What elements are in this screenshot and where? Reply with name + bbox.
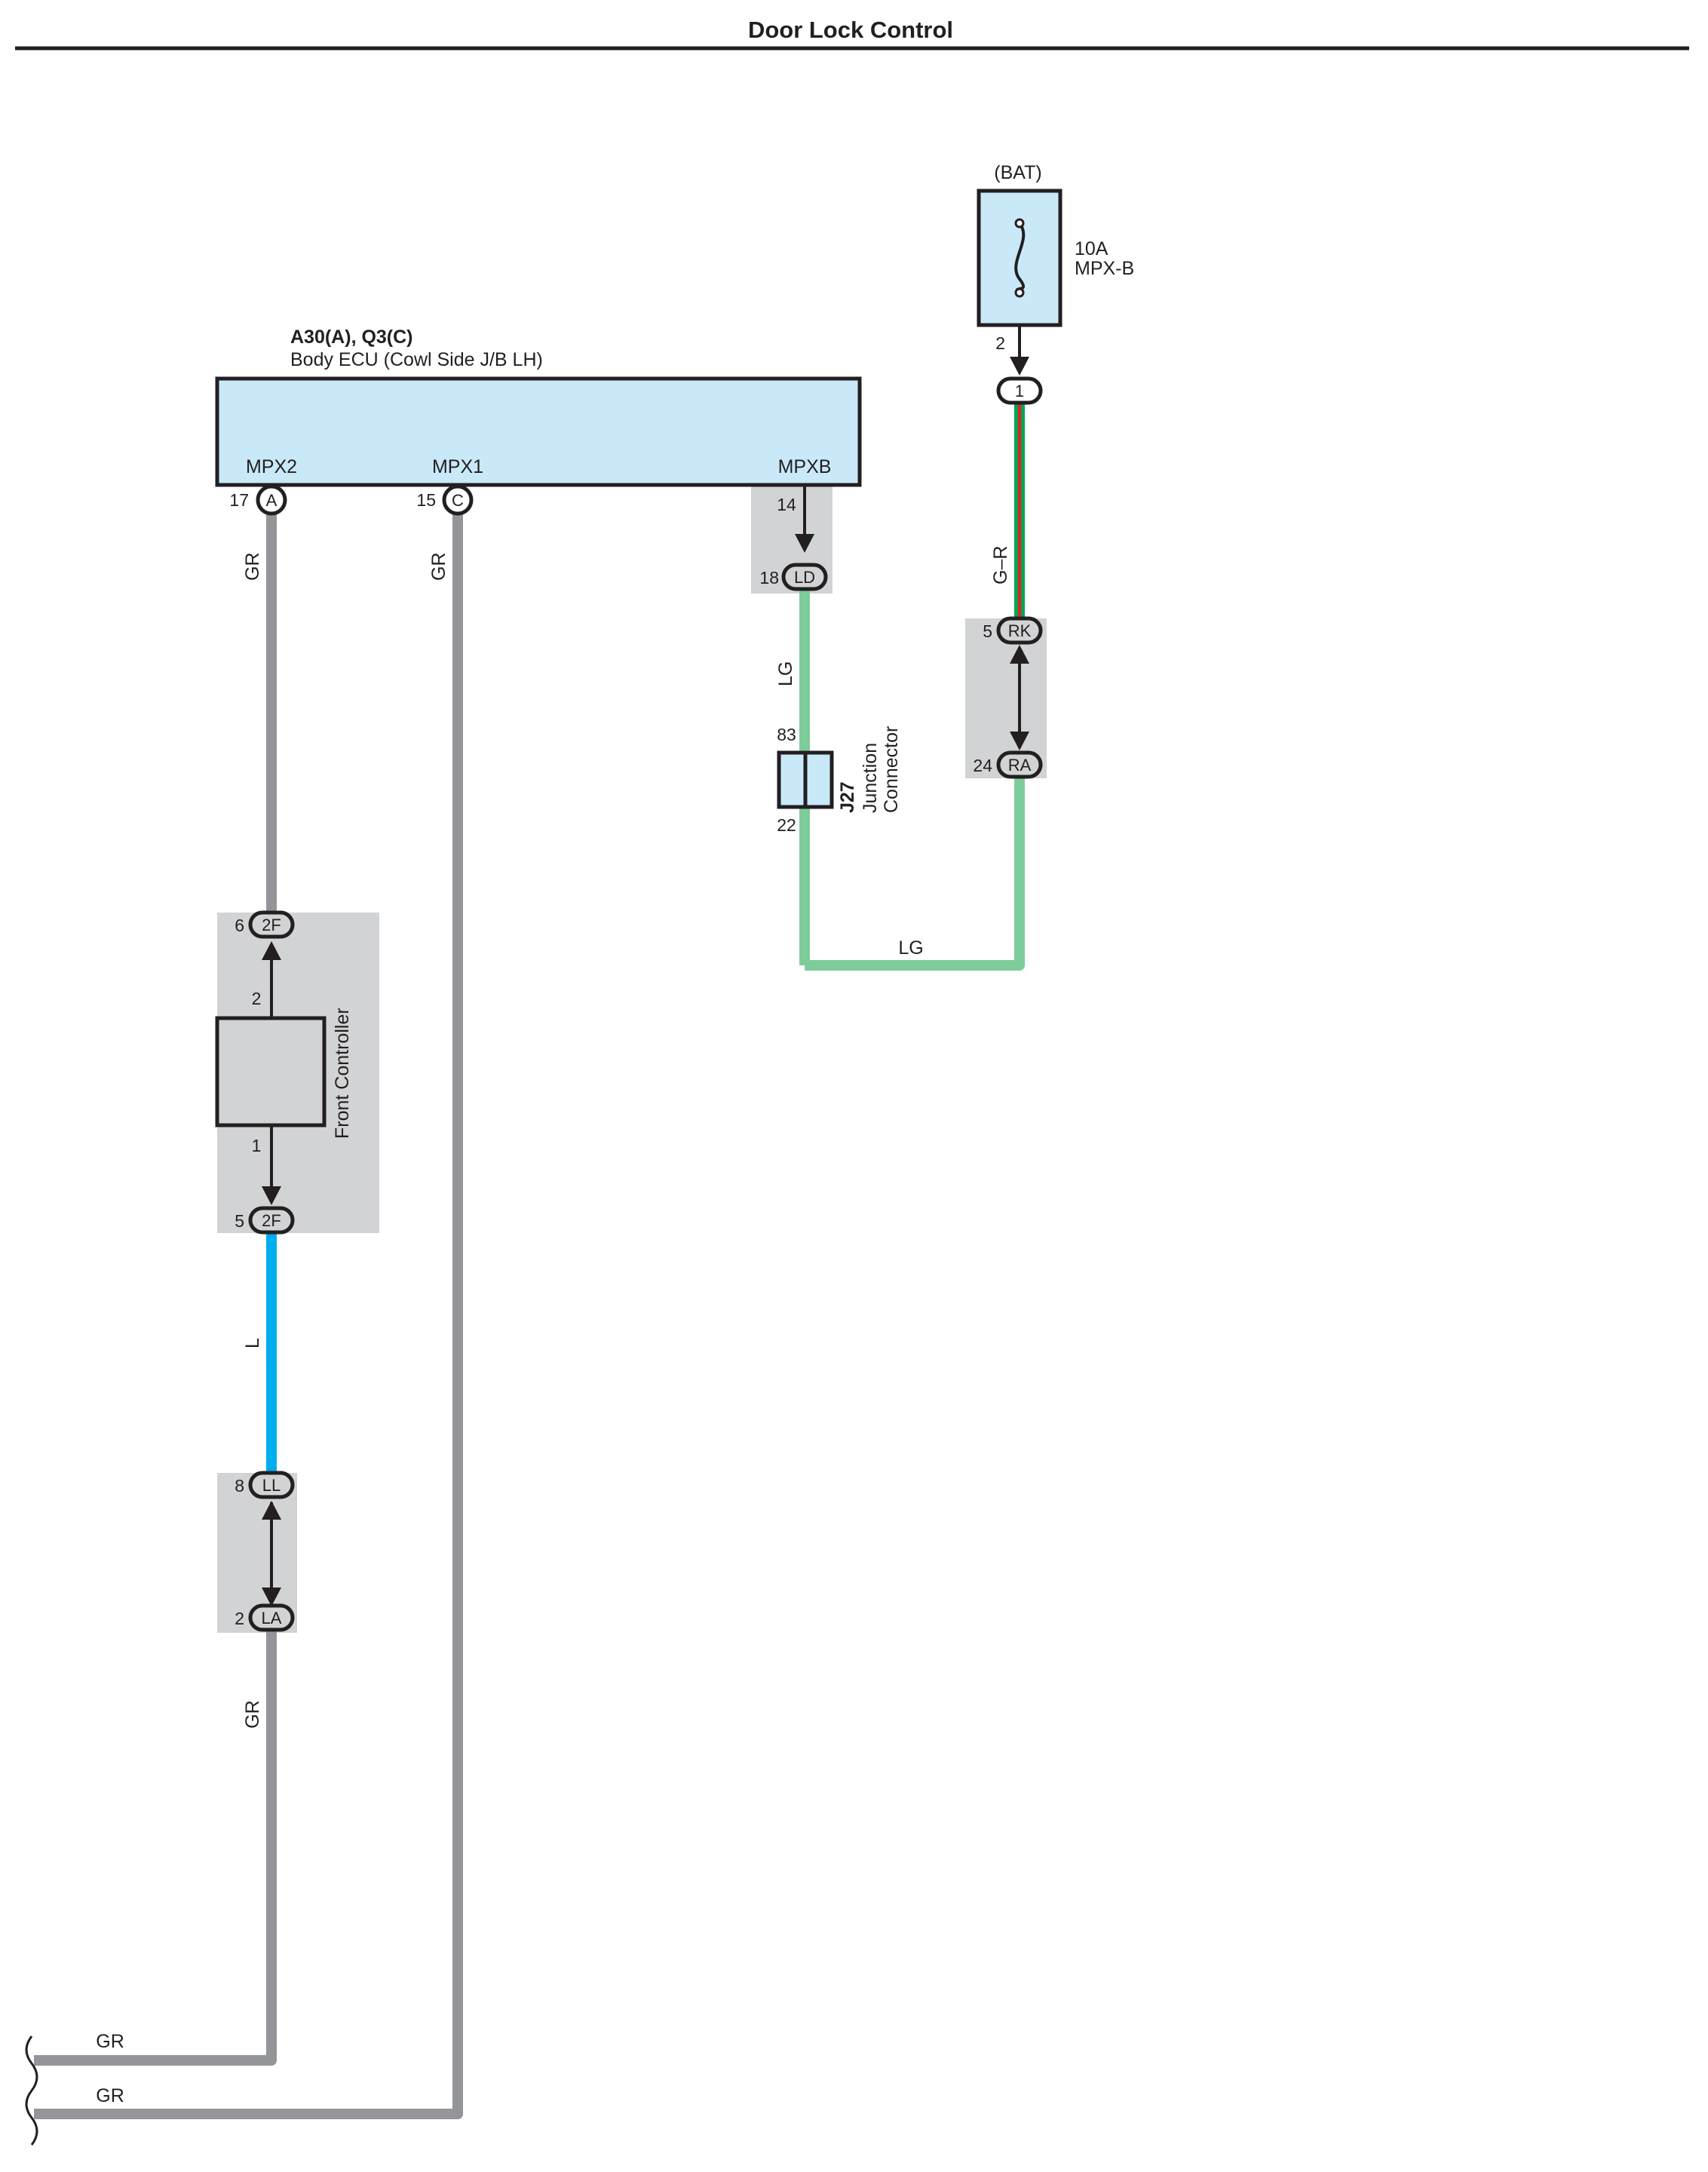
connector-code: RA	[1008, 756, 1032, 775]
wire-color-label: LG	[775, 661, 796, 686]
connector-pill	[996, 750, 1043, 779]
wire-color-label: GR	[242, 1701, 263, 1729]
connector-code: LA	[262, 1609, 282, 1627]
front-controller-pin-bottom: 1	[252, 1136, 262, 1155]
ecu-pin-connector: A	[266, 491, 278, 510]
junction-name-line2: Connector	[881, 726, 902, 813]
connector-pill	[248, 1603, 295, 1632]
ecu-pin-number: 14	[777, 495, 796, 514]
fuse-terminal-icon	[1014, 287, 1025, 298]
connector-pin: 8	[235, 1476, 244, 1496]
ecu-pin-number: 15	[416, 490, 436, 510]
front-controller-name: Front Controller	[332, 1008, 353, 1139]
wire-color-label: GR	[428, 553, 449, 581]
connector-code: LL	[262, 1476, 281, 1495]
junction-name-line1: Junction	[860, 743, 881, 813]
connector-code: 1	[1015, 382, 1024, 400]
wire-color-label: GR	[96, 2031, 124, 2052]
junction-pin-top: 83	[777, 725, 796, 744]
wire-color-label: GR	[242, 553, 263, 581]
connector-code: LD	[794, 568, 815, 587]
connector-pill	[996, 376, 1043, 405]
connector-code: 2F	[262, 1211, 281, 1230]
ecu-pin-connector: C	[452, 491, 464, 510]
fuse-mpx-b	[977, 189, 1063, 327]
wire-color-label: LG	[898, 937, 923, 959]
ecu-name: Body ECU (Cowl Side J/B LH)	[290, 349, 543, 370]
connector-pill	[248, 1471, 295, 1499]
fuse-terminal-icon	[1014, 218, 1025, 229]
wire-break-symbol	[25, 2035, 38, 2146]
connector-pin: 6	[235, 916, 244, 935]
wire-color-label: L	[242, 1338, 263, 1348]
arrow-icon	[262, 1588, 281, 1606]
diagram-title: Door Lock Control	[748, 17, 953, 43]
ecu-pin-circle	[442, 484, 474, 516]
arrow-icon	[1010, 645, 1029, 664]
connector-code: 2F	[262, 916, 281, 934]
connector-pin: 5	[983, 621, 992, 641]
junction-pin-bottom: 22	[777, 815, 796, 835]
arrow-icon	[262, 1501, 281, 1520]
wire-bottom-link	[805, 762, 1025, 971]
connector-pill	[781, 563, 828, 591]
connector-pin: 2	[235, 1609, 244, 1628]
ecu-pin-number: 17	[229, 490, 249, 510]
arrow-icon	[1010, 357, 1029, 376]
ecu-terminal-label: MPX2	[246, 456, 297, 477]
arrow-icon	[262, 941, 281, 960]
ecu-pin-circle	[256, 484, 287, 516]
ecu-connectors: A30(A), Q3(C)	[290, 327, 413, 348]
ecu-terminal-label: MPX1	[432, 456, 483, 477]
ecu-terminal-label: MPXB	[778, 456, 832, 477]
connector-pill	[248, 910, 295, 939]
fuse-name: MPX-B	[1075, 258, 1134, 279]
front-controller	[215, 1016, 327, 1127]
front-controller-pin-top: 2	[252, 989, 262, 1008]
junction-id: J27	[837, 781, 858, 813]
fuse-rating: 10A	[1075, 238, 1109, 259]
arrow-icon	[795, 534, 814, 553]
connector-pin: 5	[235, 1211, 244, 1231]
connector-pill	[248, 1206, 295, 1235]
connector-pin: 18	[759, 568, 779, 587]
arrow-icon	[1010, 732, 1029, 750]
fuse-pin: 2	[995, 333, 1005, 353]
connector-code: RK	[1008, 621, 1032, 640]
wire-color-label: G–R	[990, 546, 1011, 584]
fuse-source: (BAT)	[994, 162, 1041, 183]
connector-pin: 24	[973, 756, 992, 775]
wire-color-label: GR	[96, 2085, 124, 2106]
connector-pill	[996, 616, 1043, 645]
body-ecu	[215, 376, 862, 487]
arrow-icon	[262, 1186, 281, 1205]
